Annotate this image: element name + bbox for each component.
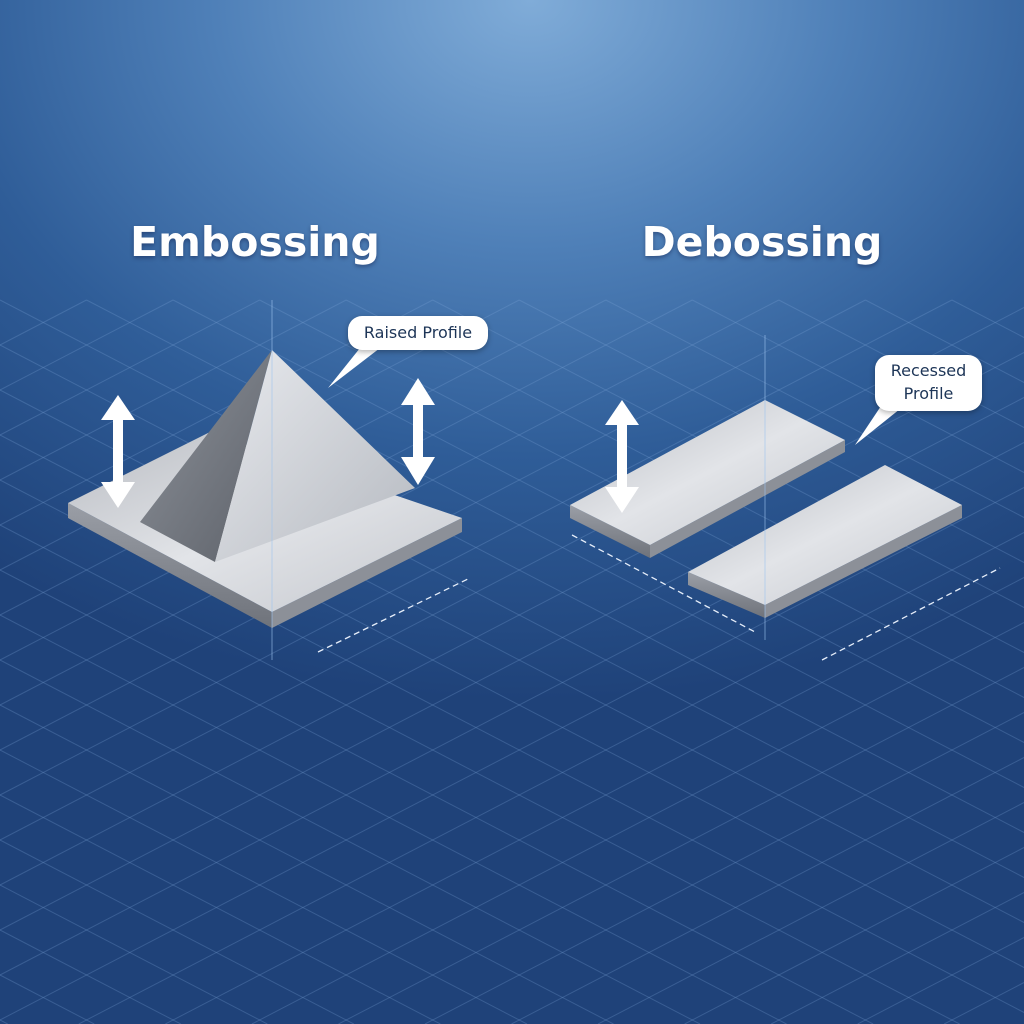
raised-profile-callout: Raised Profile [348, 316, 488, 350]
grid-line [424, 712, 1024, 1024]
embossing-title: Embossing [130, 218, 380, 266]
grid-line [0, 839, 355, 1024]
pyramid-right-face [215, 350, 415, 562]
debossed-plate-back [570, 400, 845, 558]
callout-text: Raised Profile [363, 323, 473, 342]
grid-line [951, 299, 1024, 338]
grid-line [165, 577, 1024, 1024]
callout-text: Profile [903, 384, 954, 403]
grid-line [0, 704, 614, 1024]
grid-line [78, 532, 1024, 1024]
grid-line [597, 802, 1024, 1024]
grid-line [0, 974, 95, 1024]
double-arrow-icon [401, 378, 435, 485]
grid-line [0, 929, 182, 1024]
grid-line [0, 884, 268, 1024]
double-arrow-icon [101, 395, 135, 508]
dimension-lines [317, 534, 1001, 661]
grid-line [0, 614, 787, 1024]
grid-line [0, 299, 87, 346]
grid-line [0, 352, 1024, 886]
recessed-profile-callout: Recessed Profile [875, 355, 982, 411]
callout-text: Recessed [890, 361, 967, 380]
height-arrows [101, 378, 639, 513]
grid-line [0, 1019, 8, 1024]
embossed-plate [68, 300, 462, 660]
grid-line [692, 299, 1024, 473]
grid-line [86, 299, 1024, 788]
grid-line [865, 299, 1024, 383]
grid-line [338, 667, 1024, 1024]
grid-line [0, 344, 1024, 878]
grid-line [0, 299, 174, 391]
double-arrow-icon [605, 400, 639, 513]
grid-line [0, 794, 441, 1024]
grid-line [770, 892, 1024, 1024]
grid-line [0, 569, 874, 1024]
grid-line [0, 524, 960, 1024]
pyramid-left-face [140, 350, 272, 562]
grid-line [251, 622, 1024, 1024]
grid-line [0, 659, 701, 1024]
grid-line [684, 847, 1024, 1024]
debossed-plate-front [688, 335, 962, 640]
grid-line [943, 982, 1024, 1024]
grid-line [857, 937, 1024, 1024]
debossing-title: Debossing [641, 218, 883, 266]
isometric-grid [0, 299, 1024, 1024]
grid-line [0, 299, 347, 481]
grid-line [0, 299, 260, 436]
grid-line [511, 757, 1024, 1024]
grid-line [0, 299, 1024, 833]
grid-line [0, 307, 1024, 841]
grid-line [605, 299, 1024, 518]
grid-line [0, 749, 528, 1024]
grid-line [0, 299, 953, 796]
grid-line [0, 487, 1024, 1021]
